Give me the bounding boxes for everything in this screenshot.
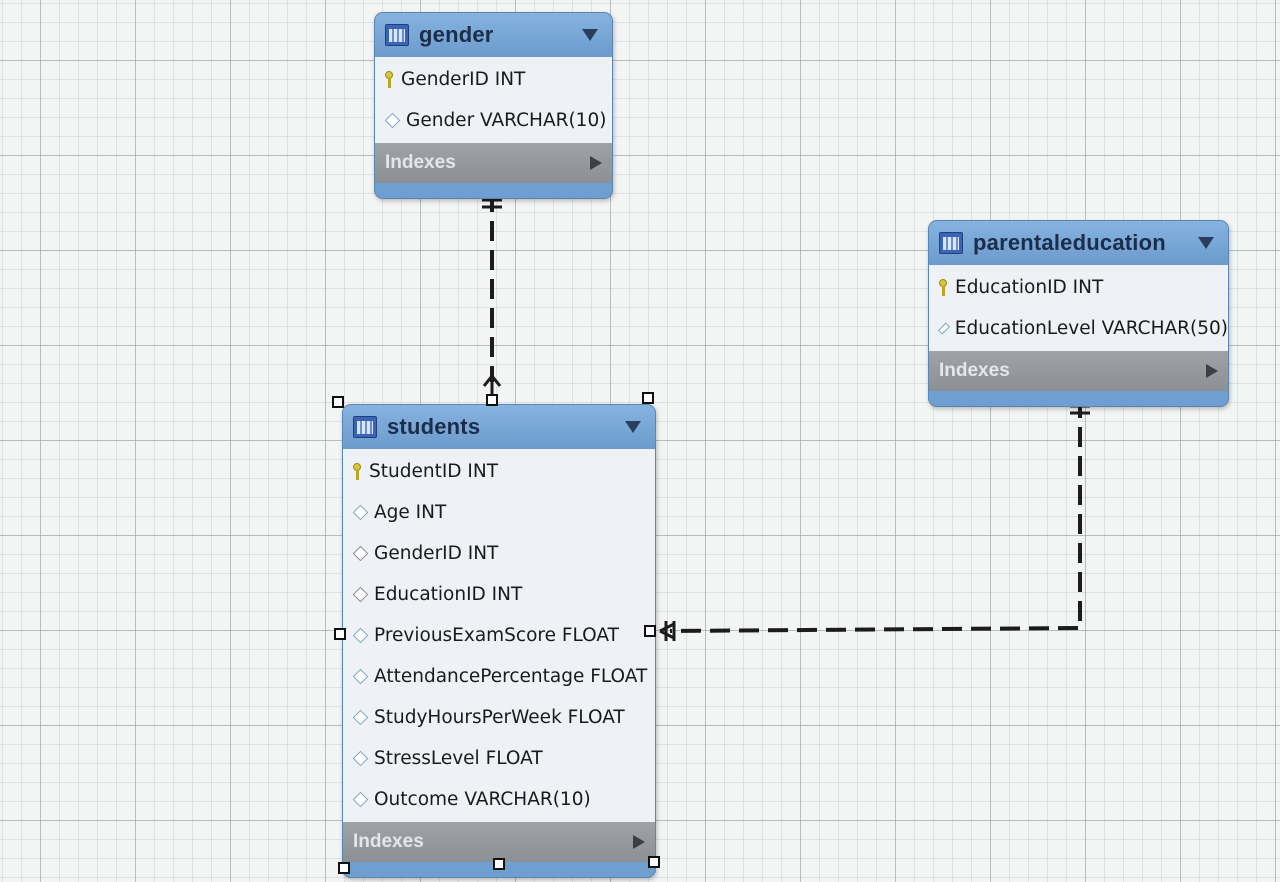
- foreign-key-diamond-icon: [352, 545, 369, 562]
- resize-handle-top-right[interactable]: [642, 392, 654, 404]
- collapse-triangle-icon[interactable]: [582, 29, 598, 41]
- indexes-section[interactable]: Indexes: [343, 822, 655, 862]
- primary-key-icon: [353, 462, 361, 481]
- expand-arrow-icon[interactable]: [1206, 364, 1218, 378]
- resize-handle-top-middle[interactable]: [486, 394, 498, 406]
- column-label: Age INT: [374, 502, 447, 523]
- resize-handle-bottom-left[interactable]: [338, 862, 350, 874]
- table-title: gender: [419, 22, 494, 47]
- column-row[interactable]: StressLevel FLOAT: [343, 738, 655, 779]
- expand-arrow-icon[interactable]: [590, 156, 602, 170]
- table-footer: [375, 183, 612, 198]
- table-icon: [353, 416, 377, 438]
- column-label: GenderID INT: [374, 543, 499, 564]
- collapse-triangle-icon[interactable]: [625, 421, 641, 433]
- resize-handle-top-left[interactable]: [332, 396, 344, 408]
- column-row[interactable]: EducationID INT: [929, 267, 1228, 308]
- collapse-triangle-icon[interactable]: [1198, 237, 1214, 249]
- indexes-section[interactable]: Indexes: [375, 143, 612, 183]
- column-label: StudentID INT: [369, 461, 499, 482]
- table-footer: [929, 391, 1228, 406]
- table-students[interactable]: students StudentID INT Age INT GenderID …: [342, 404, 656, 878]
- column-diamond-icon: [352, 668, 369, 685]
- resize-handle-bottom-right[interactable]: [648, 856, 660, 868]
- column-diamond-icon: [352, 504, 369, 521]
- column-label: GenderID INT: [401, 69, 526, 90]
- column-list: EducationID INT EducationLevel VARCHAR(5…: [929, 265, 1228, 351]
- column-row[interactable]: AttendancePercentage FLOAT: [343, 656, 655, 697]
- primary-key-icon: [939, 278, 947, 297]
- table-header[interactable]: students: [343, 405, 655, 449]
- table-header[interactable]: parentaleducation: [929, 221, 1228, 265]
- column-label: StressLevel FLOAT: [374, 748, 543, 769]
- column-label: PreviousExamScore FLOAT: [374, 625, 619, 646]
- table-icon: [939, 232, 963, 254]
- column-diamond-icon: [384, 112, 401, 129]
- column-diamond-icon: [352, 627, 369, 644]
- resize-handle-middle-right[interactable]: [644, 625, 656, 637]
- column-label: AttendancePercentage FLOAT: [374, 666, 648, 687]
- table-parentaleducation[interactable]: parentaleducation EducationID INT Educat…: [928, 220, 1229, 407]
- column-row[interactable]: GenderID INT: [375, 59, 612, 100]
- relationship-parentaleducation-students[interactable]: [659, 398, 1090, 641]
- primary-key-icon: [385, 70, 393, 89]
- column-row[interactable]: PreviousExamScore FLOAT: [343, 615, 655, 656]
- column-row[interactable]: StudyHoursPerWeek FLOAT: [343, 697, 655, 738]
- resize-handle-bottom-middle[interactable]: [493, 858, 505, 870]
- column-diamond-icon: [352, 791, 369, 808]
- column-label: Outcome VARCHAR(10): [374, 789, 591, 810]
- indexes-section[interactable]: Indexes: [929, 351, 1228, 391]
- column-diamond-icon: [937, 322, 950, 335]
- column-label: StudyHoursPerWeek FLOAT: [374, 707, 625, 728]
- resize-handle-middle-left[interactable]: [334, 628, 346, 640]
- table-title: students: [387, 414, 481, 439]
- column-label: Gender VARCHAR(10): [406, 110, 607, 131]
- column-row[interactable]: Age INT: [343, 492, 655, 533]
- expand-arrow-icon[interactable]: [633, 835, 645, 849]
- column-row[interactable]: Gender VARCHAR(10): [375, 100, 612, 141]
- column-label: EducationLevel VARCHAR(50): [954, 318, 1228, 339]
- column-list: GenderID INT Gender VARCHAR(10): [375, 57, 612, 143]
- table-header[interactable]: gender: [375, 13, 612, 57]
- indexes-label: Indexes: [939, 360, 1010, 381]
- table-icon: [385, 24, 409, 46]
- column-row[interactable]: GenderID INT: [343, 533, 655, 574]
- column-row[interactable]: StudentID INT: [343, 451, 655, 492]
- indexes-label: Indexes: [353, 831, 424, 852]
- column-row[interactable]: EducationID INT: [343, 574, 655, 615]
- foreign-key-diamond-icon: [352, 586, 369, 603]
- column-row[interactable]: EducationLevel VARCHAR(50): [929, 308, 1228, 349]
- indexes-label: Indexes: [385, 152, 456, 173]
- column-diamond-icon: [352, 750, 369, 767]
- column-label: EducationID INT: [955, 277, 1104, 298]
- column-label: EducationID INT: [374, 584, 523, 605]
- table-gender[interactable]: gender GenderID INT Gender VARCHAR(10) I…: [374, 12, 613, 199]
- column-row[interactable]: Outcome VARCHAR(10): [343, 779, 655, 820]
- column-diamond-icon: [352, 709, 369, 726]
- column-list: StudentID INT Age INT GenderID INT Educa…: [343, 449, 655, 822]
- table-title: parentaleducation: [973, 230, 1166, 255]
- relationship-gender-students[interactable]: [482, 192, 502, 394]
